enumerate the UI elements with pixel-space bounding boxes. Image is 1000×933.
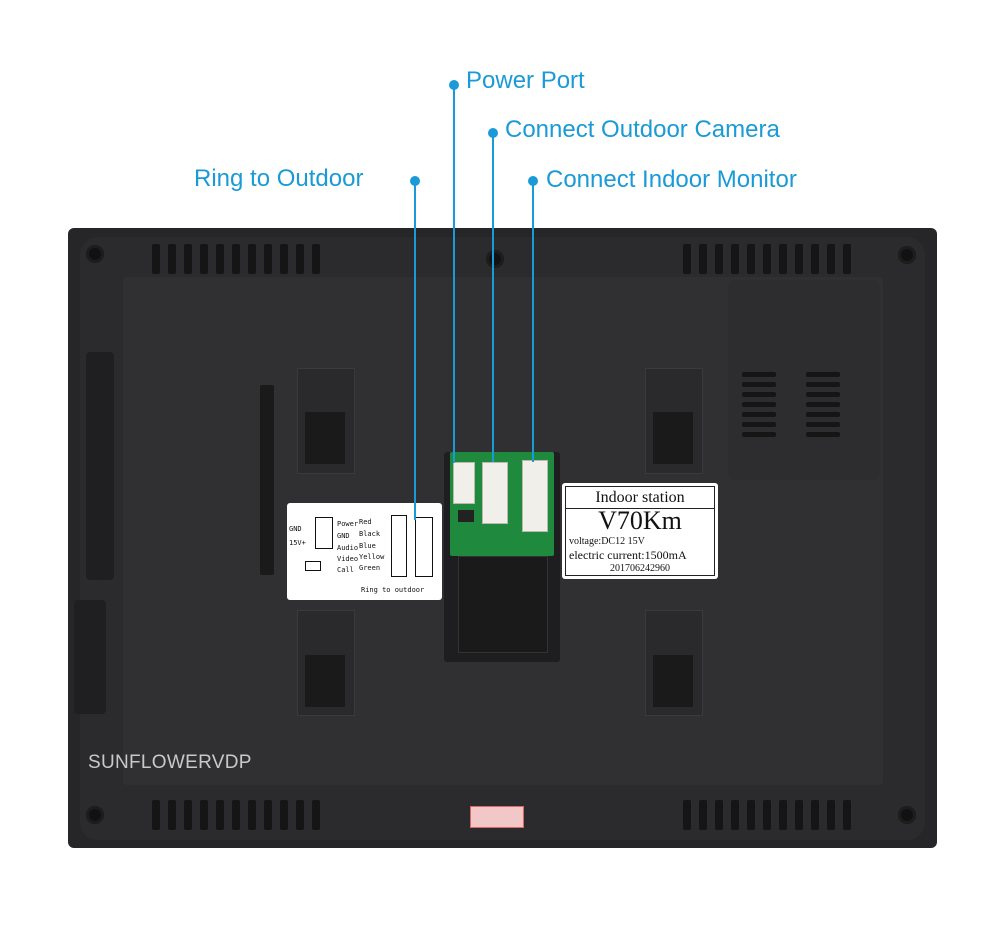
ring-jumper (458, 510, 474, 522)
callout-power-port: Power Port (466, 67, 585, 94)
screw-top-left (86, 245, 104, 263)
slot-vertical (260, 385, 274, 575)
terminal-block-icon (391, 515, 407, 577)
lead-power-port (453, 88, 455, 463)
wiring-15v: 15V+ (289, 539, 306, 547)
wiring-audio: Audio (337, 544, 359, 552)
outdoor-camera-connector (482, 462, 508, 524)
wiring-call: Call (337, 566, 354, 574)
sticker-current: electric current:1500mA (569, 548, 687, 562)
wiring-gnd: GND (289, 525, 302, 533)
sticker-serial: 201706242960 (610, 563, 670, 574)
sticker-voltage: voltage:DC12 15V (569, 536, 645, 547)
wiring-video: Video (337, 555, 359, 563)
dot-indoor-monitor (528, 176, 538, 186)
product-sticker: Indoor station V70Km voltage:DC12 15V el… (562, 483, 718, 579)
ring-connector-icon (305, 561, 321, 571)
wire-blue: Blue (359, 542, 376, 550)
lead-ring-outdoor (414, 184, 416, 520)
brand-text: SUNFLOWERVDP (88, 752, 252, 773)
dot-power-port (449, 80, 459, 90)
wire-red: Red (359, 518, 372, 526)
side-bulge-top (86, 352, 114, 580)
screw-top-center (486, 250, 504, 268)
certification-tag-icon (470, 806, 524, 828)
wire-green: Green (359, 564, 381, 572)
sticker-title: Indoor station (566, 488, 714, 509)
callout-ring-outdoor: Ring to Outdoor (194, 165, 364, 192)
power-port-connector (453, 462, 475, 504)
side-bulge-bottom (74, 600, 106, 714)
lead-outdoor-camera (492, 136, 494, 462)
sticker-model: V70Km (598, 506, 682, 535)
screw-bottom-left (86, 806, 104, 824)
dot-ring-outdoor (410, 176, 420, 186)
callout-indoor-monitor: Connect Indoor Monitor (546, 166, 797, 193)
pcb-lower-module (458, 556, 548, 653)
wiring-label: GND 15V+ Power GND Audio Video Call Red … (287, 503, 442, 600)
pcb-compartment (444, 452, 560, 662)
wiring-gnd2: GND (337, 532, 350, 540)
screw-top-right (898, 246, 916, 264)
lead-indoor-monitor (532, 184, 534, 462)
dot-outdoor-camera (488, 128, 498, 138)
wire-yellow: Yellow (359, 553, 385, 561)
wiring-ring: Ring to outdoor (361, 586, 425, 594)
wire-black: Black (359, 530, 381, 538)
wiring-power: Power (337, 520, 359, 528)
terminal-block-icon-2 (415, 517, 433, 577)
screw-bottom-right (898, 806, 916, 824)
callout-outdoor-camera: Connect Outdoor Camera (505, 116, 780, 143)
dc-connector-icon (315, 517, 333, 549)
speaker-area (728, 280, 880, 480)
indoor-monitor-connector (522, 460, 548, 532)
